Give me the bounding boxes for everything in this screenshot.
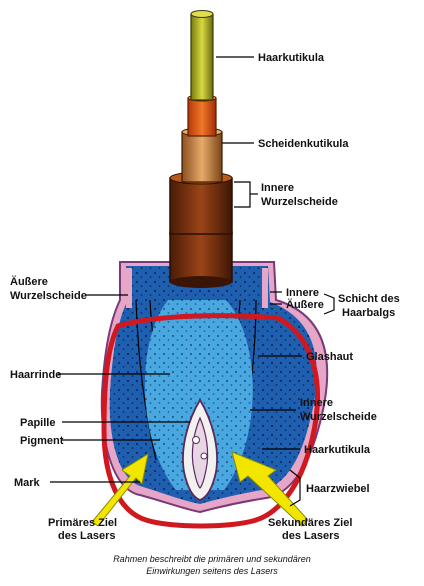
label-innere-low-2: Wurzelscheide <box>300 411 377 423</box>
label-primaeres-ziel-2: des Lasers <box>58 530 115 542</box>
label-aeussere-wurzelscheide-1: Äußere <box>10 275 48 288</box>
label-schicht-des: Schicht des <box>338 293 400 305</box>
label-glashaut: Glashaut <box>306 351 353 363</box>
label-haarkutikula-top: Haarkutikula <box>258 52 325 64</box>
label-mark: Mark <box>14 477 41 489</box>
label-innere-small: Innere <box>286 287 319 299</box>
caption-line-1: Rahmen beschreibt die primären und sekun… <box>113 554 311 564</box>
shaft-brown-segment <box>170 232 232 282</box>
caption-line-2: Einwirkungen seitens des Lasers <box>146 566 278 576</box>
shaft-orange-segment <box>188 98 216 136</box>
label-haarbalgs: Haarbalgs <box>342 307 395 319</box>
label-haarzwiebel: Haarzwiebel <box>306 483 370 495</box>
leader-innere-wurzelscheide-top <box>234 182 250 207</box>
label-primaeres-ziel-1: Primäres Ziel <box>48 517 117 529</box>
label-aeussere-wurzelscheide-2: Wurzelscheide <box>10 290 87 302</box>
label-haarrinde: Haarrinde <box>10 369 61 381</box>
label-aeussere-small: Äußere <box>286 298 324 311</box>
label-haarkutikula-low: Haarkutikula <box>304 444 371 456</box>
label-pigment: Pigment <box>20 435 64 447</box>
bracket-schicht <box>324 294 334 314</box>
label-innere-low-1: Innere <box>300 397 333 409</box>
label-sekundaeres-ziel-1: Sekundäres Ziel <box>268 517 352 529</box>
label-scheidenkutikula: Scheidenkutikula <box>258 138 349 150</box>
label-innere-top-1: Innere <box>261 182 294 194</box>
shaft-cuticle-segment <box>191 14 213 100</box>
label-papille: Papille <box>20 417 55 429</box>
label-innere-top-2: Wurzelscheide <box>261 196 338 208</box>
shaft-tan-segment <box>182 132 222 182</box>
hair-shaft <box>170 11 232 289</box>
label-sekundaeres-ziel-2: des Lasers <box>282 530 339 542</box>
